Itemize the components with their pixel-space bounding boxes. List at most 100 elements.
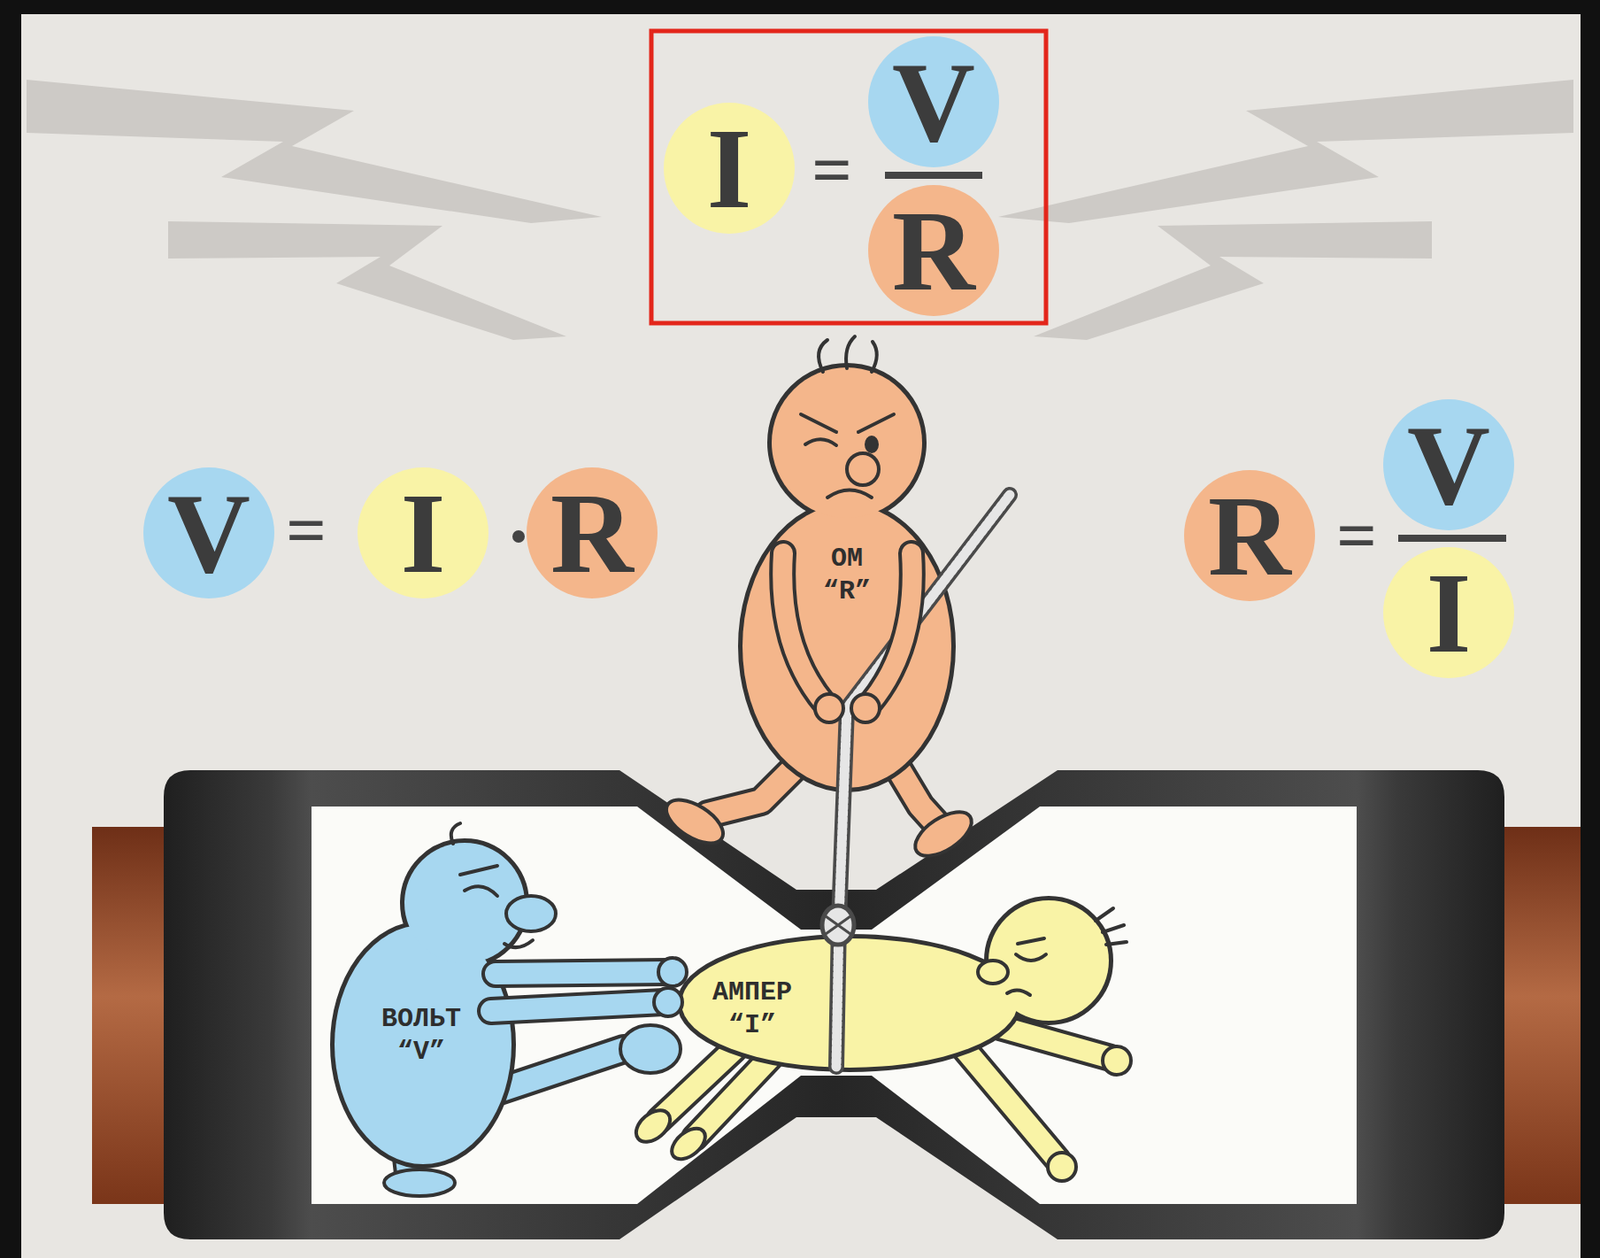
copper-wire-end — [1495, 826, 1581, 1204]
ohm-arms — [869, 553, 913, 704]
ohm-figure — [871, 341, 877, 372]
volt-figure — [491, 1001, 664, 1011]
ampere-figure — [1007, 907, 1127, 995]
volt-figure — [495, 971, 669, 974]
ohm-figure — [846, 453, 879, 485]
ohm-arms — [782, 553, 913, 704]
rope — [822, 905, 854, 945]
ohm-figure — [707, 761, 801, 815]
ohm-figure — [827, 490, 872, 499]
volt-figure — [451, 823, 461, 844]
ampere-figure — [694, 1057, 770, 1138]
formula-letter: I — [400, 475, 447, 591]
circle-fill — [526, 467, 658, 599]
voltage-circle: V — [142, 466, 276, 600]
ampere-figure — [681, 938, 1018, 1068]
ampere-figure — [681, 900, 1109, 1068]
volt-figure — [658, 957, 687, 986]
ohm-arms — [782, 553, 913, 704]
resistance-circle: R — [1183, 469, 1316, 602]
ohm-arms — [782, 553, 825, 704]
ampere-figure — [977, 960, 1008, 984]
formula-letter: R — [550, 475, 634, 591]
ohm-figure — [858, 414, 894, 432]
ohm-arms — [851, 693, 880, 723]
fraction-bar — [884, 171, 983, 179]
ampere-character: АМПЕР“I” — [706, 974, 800, 1045]
volt-figure — [334, 823, 687, 1196]
ampere-figure — [1000, 1026, 1111, 1058]
frame-band-right — [1580, 0, 1600, 1258]
voltage-circle: V — [1382, 398, 1516, 531]
character-name: “I” — [711, 1008, 794, 1043]
formula-letter: V — [1407, 407, 1491, 523]
ohm-figure — [659, 791, 979, 865]
resistance-circle: R — [867, 184, 1000, 317]
volt-figure — [384, 1169, 455, 1196]
resistance-circle: R — [525, 466, 659, 600]
ohm-arms — [782, 553, 825, 704]
ohm-figure — [864, 435, 879, 454]
frame-band-left — [0, 0, 22, 1258]
ampere-figure — [1102, 1046, 1131, 1075]
ohm-figure — [846, 336, 855, 369]
ohm-figure — [659, 791, 731, 853]
volt-figure — [506, 895, 687, 1016]
formula-letter: R — [1207, 477, 1292, 593]
rope — [825, 915, 851, 934]
volt-figure — [491, 971, 669, 1011]
ampere-figure — [666, 1122, 711, 1165]
current-circle: I — [662, 101, 796, 235]
volt-figure — [491, 1001, 664, 1011]
ohm-character: ОМ“R” — [816, 540, 878, 611]
volt-figure — [495, 971, 669, 974]
ohm-figure — [818, 339, 828, 372]
volt-figure — [334, 924, 512, 1164]
ampere-figure — [1017, 938, 1045, 944]
ohm-figure — [907, 802, 979, 864]
character-name: “R” — [822, 575, 873, 609]
ampere-figure — [1102, 924, 1124, 932]
volt-figure — [620, 1024, 681, 1073]
ampere-figure — [630, 900, 1131, 1181]
formula-letter: I — [707, 110, 753, 226]
circle-fill — [663, 102, 795, 234]
ampere-figure — [988, 900, 1109, 1021]
copper-wire-end — [92, 826, 174, 1204]
ohm-figure — [771, 367, 923, 518]
equals-sign: = — [1336, 500, 1377, 571]
formula-letter: R — [892, 192, 976, 308]
ampere-figure — [988, 900, 1109, 1021]
formula-letter: V — [167, 475, 251, 591]
lightning-bolt — [1033, 221, 1432, 340]
volt-figure — [506, 895, 556, 931]
character-name: ВОЛЬТ — [380, 1002, 463, 1037]
formula-letter: I — [1426, 554, 1472, 670]
ampere-figure — [1007, 989, 1031, 995]
equals-sign: = — [285, 494, 327, 566]
volt-figure — [491, 971, 669, 1011]
multiplication-dot — [512, 530, 525, 543]
lightning-bolt — [168, 221, 567, 340]
volt-figure — [653, 987, 683, 1016]
ohm-figure — [805, 438, 837, 446]
circle-fill — [1383, 546, 1515, 678]
fraction-bar — [1398, 534, 1507, 542]
ampere-figure — [964, 1048, 1058, 1160]
ampere-figure — [964, 1048, 1058, 1160]
volt-figure — [464, 885, 498, 896]
current-circle: I — [1382, 546, 1516, 679]
circle-fill — [1383, 399, 1515, 531]
equals-sign: = — [285, 494, 327, 566]
ampere-figure — [1095, 907, 1114, 921]
circle-fill — [868, 36, 1000, 168]
ohm-arms — [815, 693, 880, 723]
ampere-figure — [1106, 941, 1127, 945]
ampere-figure — [681, 900, 1109, 1068]
volt-character: ВОЛЬТ“V” — [375, 1000, 469, 1071]
circle-fill — [868, 184, 1000, 316]
equals-sign: = — [811, 134, 853, 206]
